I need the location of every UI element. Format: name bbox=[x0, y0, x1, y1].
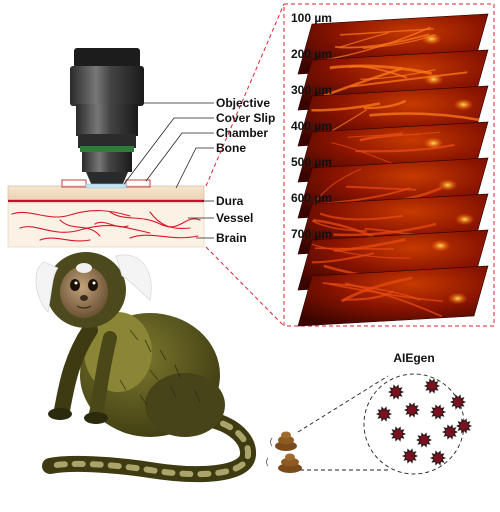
aiegen-core bbox=[407, 405, 417, 415]
vessel-signal bbox=[329, 283, 443, 303]
vessel-signal bbox=[333, 222, 437, 237]
vessel-signal bbox=[355, 143, 455, 153]
feces-icon bbox=[266, 431, 302, 473]
label-vessel: Vessel bbox=[216, 211, 253, 225]
zoom-connectors bbox=[205, 3, 495, 327]
aiegen-zoom: AIEgen bbox=[297, 351, 472, 475]
bright-spot bbox=[454, 213, 475, 226]
vessel-signal bbox=[311, 220, 367, 232]
depth-label: 700 µm bbox=[291, 227, 332, 241]
vessel-signal bbox=[344, 282, 443, 318]
vessel-signal bbox=[345, 185, 417, 191]
aiegen-core bbox=[459, 421, 469, 431]
marmoset-illustration bbox=[35, 252, 256, 483]
vessel-signal bbox=[350, 71, 468, 88]
aiegen-core bbox=[445, 427, 455, 437]
vessel-signal bbox=[311, 252, 375, 264]
bright-spot bbox=[423, 137, 444, 150]
aiegen-core bbox=[419, 435, 429, 445]
vessel-signal bbox=[323, 67, 403, 97]
depth-label: 400 µm bbox=[291, 119, 332, 133]
bright-spot bbox=[421, 32, 442, 45]
label-objective: Objective bbox=[216, 96, 270, 110]
label-leaders bbox=[123, 102, 214, 239]
imaging-plane bbox=[297, 265, 489, 327]
aiegen-particles bbox=[376, 378, 472, 466]
vessel-signal bbox=[339, 32, 389, 48]
aiegen-core bbox=[433, 453, 443, 463]
vessel-signal bbox=[360, 68, 436, 80]
depth-label: 200 µm bbox=[291, 47, 332, 61]
vessel-signal bbox=[343, 290, 394, 301]
depth-label: 300 µm bbox=[291, 83, 332, 97]
label-brain: Brain bbox=[216, 231, 247, 245]
vessel-lines bbox=[11, 210, 201, 242]
cranial-window bbox=[7, 179, 205, 248]
objective-lens bbox=[70, 48, 144, 189]
aiegen-core bbox=[433, 407, 443, 417]
bright-spot bbox=[423, 73, 444, 86]
depth-label: 100 µm bbox=[291, 11, 332, 25]
label-chamber: Chamber bbox=[216, 126, 268, 140]
vessel-signal bbox=[314, 168, 362, 204]
aiegen-core bbox=[391, 387, 401, 397]
vessel-signal bbox=[311, 102, 381, 112]
bright-spot bbox=[430, 239, 451, 252]
depth-label: 600 µm bbox=[291, 191, 332, 205]
bright-spot bbox=[437, 179, 458, 192]
label-cover-slip: Cover Slip bbox=[216, 111, 275, 125]
vessel-signal bbox=[360, 131, 441, 141]
bright-spot bbox=[447, 292, 468, 305]
vessel-signal bbox=[363, 99, 407, 110]
aiegen-core bbox=[393, 429, 403, 439]
vessel-signal bbox=[347, 134, 420, 138]
vessel-signal bbox=[319, 212, 403, 221]
vessel-signal bbox=[335, 33, 430, 49]
aiegen-core bbox=[427, 381, 437, 391]
aiegen-core bbox=[453, 397, 463, 407]
vessel-signal bbox=[334, 238, 406, 252]
vessel-signal bbox=[340, 276, 413, 303]
label-dura: Dura bbox=[216, 194, 244, 208]
depth-label: 500 µm bbox=[291, 155, 332, 169]
vessel-signal bbox=[329, 64, 432, 75]
aiegen-core bbox=[379, 409, 389, 419]
zoom-box bbox=[283, 3, 495, 327]
bright-spot bbox=[453, 98, 474, 111]
aiegen-core bbox=[405, 451, 415, 461]
vessel-signal bbox=[369, 112, 480, 122]
imaging-stack: 100 µm 200 µm 300 µm 400 µm 500 µm 600 µm 700 … bbox=[291, 11, 489, 327]
label-aiegen: AIEgen bbox=[393, 351, 434, 365]
